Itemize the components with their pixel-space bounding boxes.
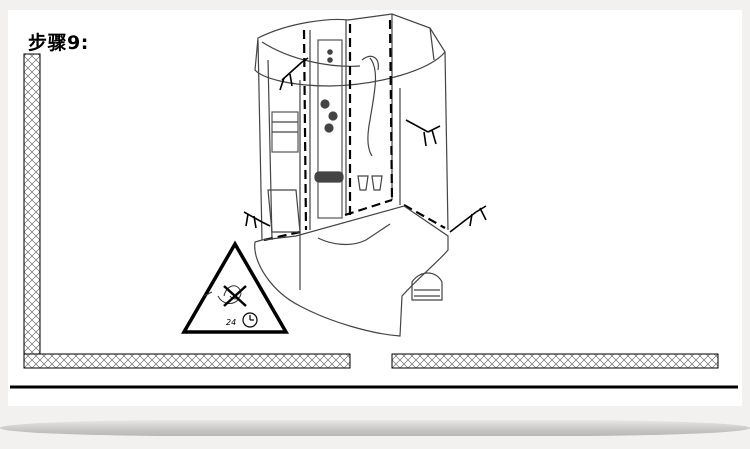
shower-cabin: [254, 13, 449, 337]
step-title: 步骤9:: [28, 32, 89, 54]
left-wall: [23, 53, 41, 355]
sealant-gun-top-right: [405, 119, 441, 147]
sealant-gun-icon: [243, 57, 487, 233]
floor-right: [391, 353, 719, 369]
page-shadow: [0, 420, 750, 436]
warning-triangle-icon: 24: [180, 240, 290, 334]
sealant-gun-bottom-right: [449, 205, 487, 233]
clock-icon: [242, 312, 258, 328]
wait-hours-label: 24: [226, 318, 236, 327]
sealant-gun-bottom-left: [243, 211, 271, 229]
sealant-gun-top-left: [279, 57, 309, 91]
floor-left: [23, 353, 351, 369]
wall-hatching: [23, 53, 719, 369]
